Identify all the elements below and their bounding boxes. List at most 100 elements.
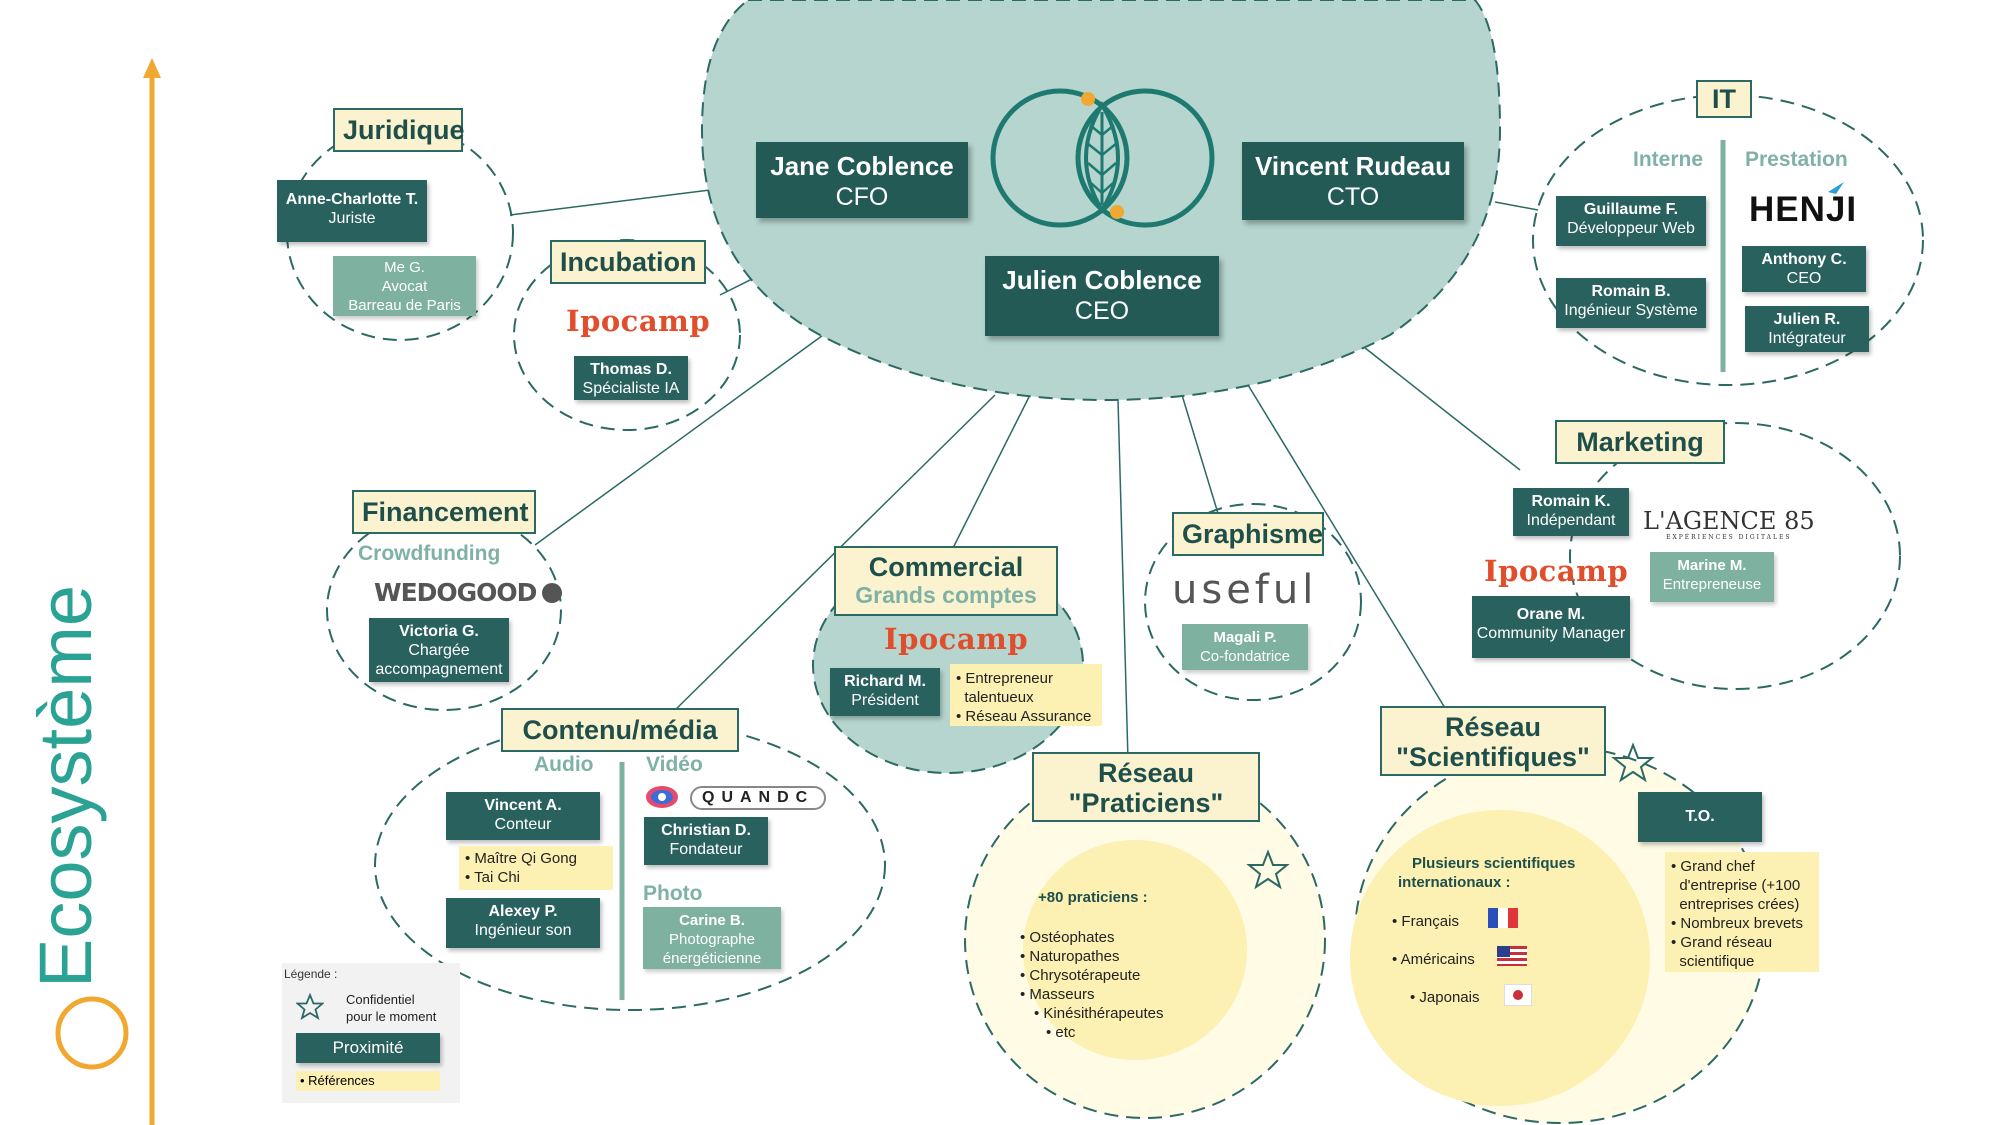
member-role: Ingénieur Système (1564, 302, 1698, 319)
reference-item: Entrepreneur (965, 670, 1053, 687)
reference-item: Nombreux brevets (1680, 915, 1803, 932)
commercial-member-card: Richard M. Président (830, 668, 940, 716)
member-name: Anne-Charlotte T. (285, 191, 419, 208)
financement-title: Financement (352, 490, 536, 534)
to-card: T.O. (1638, 792, 1762, 842)
incubation-member-card: Thomas D. Spécialiste IA (574, 356, 688, 400)
member-name: Guillaume F. (1583, 201, 1679, 218)
member-name: Alexey P. (488, 903, 558, 920)
praticiens-heading: +80 praticiens : (1038, 889, 1148, 906)
ecosystem-title: Ecosystème (24, 584, 107, 988)
member-role: Co-fondatrice (1199, 648, 1291, 665)
audio-member-card: Vincent A. Conteur (446, 792, 600, 840)
juridique-member-card: Anne-Charlotte T. Juriste (277, 180, 427, 242)
ceo-card: Julien Coblence CEO (985, 256, 1219, 336)
member-name: Victoria G. (399, 623, 479, 640)
it-title: IT (1696, 80, 1752, 118)
cto-name: Vincent Rudeau (1254, 151, 1451, 181)
reference-item: scientifique (1679, 953, 1755, 970)
member-role: Photographe (669, 931, 755, 948)
legend-title: Légende : (284, 967, 338, 981)
ipocamp-logo: Ipocamp (566, 304, 711, 338)
video-member-card: Christian D. Fondateur (644, 817, 768, 865)
juridique-title: Juridique (333, 108, 465, 152)
agence85-logo: L'AGENCE 85 EXPÉRIENCES DIGITALES (1643, 507, 1815, 541)
marketing-title: Marketing (1555, 420, 1725, 464)
ipocamp-logo: Ipocamp (884, 622, 1029, 656)
it-prestation-member-card: Julien R. Intégrateur (1745, 306, 1869, 352)
member-role: Spécialiste IA (582, 380, 680, 397)
scientifique-item: • Japonais (1410, 989, 1480, 1006)
marketing-member-card: Orane M. Community Manager (1472, 596, 1630, 658)
member-name: Romain B. (1591, 283, 1671, 300)
member-name: Christian D. (661, 822, 751, 839)
company-logo-icon (990, 88, 1215, 228)
member-name: Romain K. (1531, 493, 1611, 510)
juridique-member-card: Me G. Avocat Barreau de Paris (333, 256, 476, 316)
ceo-role: CEO (1074, 297, 1130, 325)
audio-references: • Maître Qi Gong • Tai Chi (459, 846, 613, 890)
member-name: Carine B. (679, 912, 745, 929)
graphisme-group (1144, 503, 1362, 701)
commercial-title-text: Commercial (868, 552, 1024, 582)
legend: Légende : Confidentiel pour le moment Pr… (282, 963, 460, 1103)
reference-item: Maître Qi Gong (474, 850, 577, 867)
cfo-name: Jane Coblence (770, 151, 954, 181)
useful-logo: useful (1172, 567, 1318, 613)
video-partner-logo-icon (646, 786, 678, 808)
it-prestation-label: Prestation (1745, 148, 1848, 171)
praticien-item: Masseurs (1029, 986, 1095, 1003)
scientifiques-subtitle: "Scientifiques" (1396, 742, 1590, 772)
legend-proximity: Proximité (296, 1033, 440, 1063)
cfo-card: Jane Coblence CFO (756, 142, 968, 218)
reference-item: entreprises crées) (1679, 896, 1800, 913)
usa-flag-icon (1497, 946, 1527, 966)
member-name: Me G. (384, 259, 425, 276)
video-label: Vidéo (646, 753, 703, 776)
to-references: • Grand chef d'entreprise (+100 entrepri… (1665, 852, 1819, 972)
henji-accent-icon (1828, 182, 1844, 194)
timeline-arrow-icon (143, 58, 161, 78)
member-role: Chargée (408, 642, 470, 659)
member-name: Thomas D. (590, 361, 672, 378)
legend-confidential: Confidentiel pour le moment (346, 992, 437, 1024)
marketing-member-card: Marine M. Entrepreneuse (1650, 552, 1774, 602)
commercial-references: • Entrepreneur talentueux • Réseau Assur… (950, 664, 1102, 726)
confidential-star-icon (1246, 849, 1290, 890)
member-role: Indépendant (1526, 512, 1616, 529)
reference-item: talentueux (964, 689, 1034, 706)
member-role: Ingénieur son (474, 922, 572, 939)
member-name: Richard M. (844, 673, 926, 690)
cto-card: Vincent Rudeau CTO (1242, 142, 1464, 220)
it-interne-label: Interne (1633, 148, 1704, 171)
graphisme-member-card: Magali P. Co-fondatrice (1182, 624, 1308, 670)
member-role: Fondateur (669, 841, 743, 858)
reference-item: Tai Chi (474, 869, 521, 886)
cto-role: CTO (1326, 183, 1380, 211)
confidential-star-icon (1611, 742, 1655, 783)
photo-member-card: Carine B. Photographe énergéticienne (643, 907, 781, 969)
audio-member-card: Alexey P. Ingénieur son (446, 898, 600, 948)
commercial-title: Commercial Grands comptes (834, 546, 1058, 616)
member-role: Conteur (494, 816, 552, 833)
praticiens-title-text: Réseau (1097, 758, 1195, 788)
henji-logo: HENJI (1749, 190, 1858, 229)
marketing-member-card: Romain K. Indépendant (1513, 488, 1629, 536)
praticiens-inner (1023, 840, 1247, 1060)
financement-member-card: Victoria G. Chargée accompagnement (369, 618, 509, 682)
scientifique-item: • Français (1392, 913, 1459, 930)
member-role: Intégrateur (1768, 330, 1846, 347)
praticiens-subtitle: "Praticiens" (1068, 788, 1224, 818)
it-prestation-member-card: Anthony C. CEO (1742, 246, 1866, 292)
reference-item: d'entreprise (+100 (1679, 877, 1801, 894)
it-interne-member-card: Romain B. Ingénieur Système (1556, 278, 1706, 328)
scientifiques-title-text: Réseau (1444, 712, 1542, 742)
member-role: Entrepreneuse (1662, 576, 1762, 593)
praticien-item: etc (1055, 1024, 1076, 1041)
member-name: Julien R. (1773, 311, 1841, 328)
praticien-item: Ostéophates (1029, 929, 1115, 946)
photo-label: Photo (643, 882, 703, 905)
praticiens-list: • Ostéophates • Naturopathes • Chrysotér… (1020, 929, 1164, 1041)
scientifiques-heading: Plusieurs scientifiques internationaux : (1398, 855, 1576, 891)
reference-item: Réseau Assurance (965, 708, 1092, 725)
